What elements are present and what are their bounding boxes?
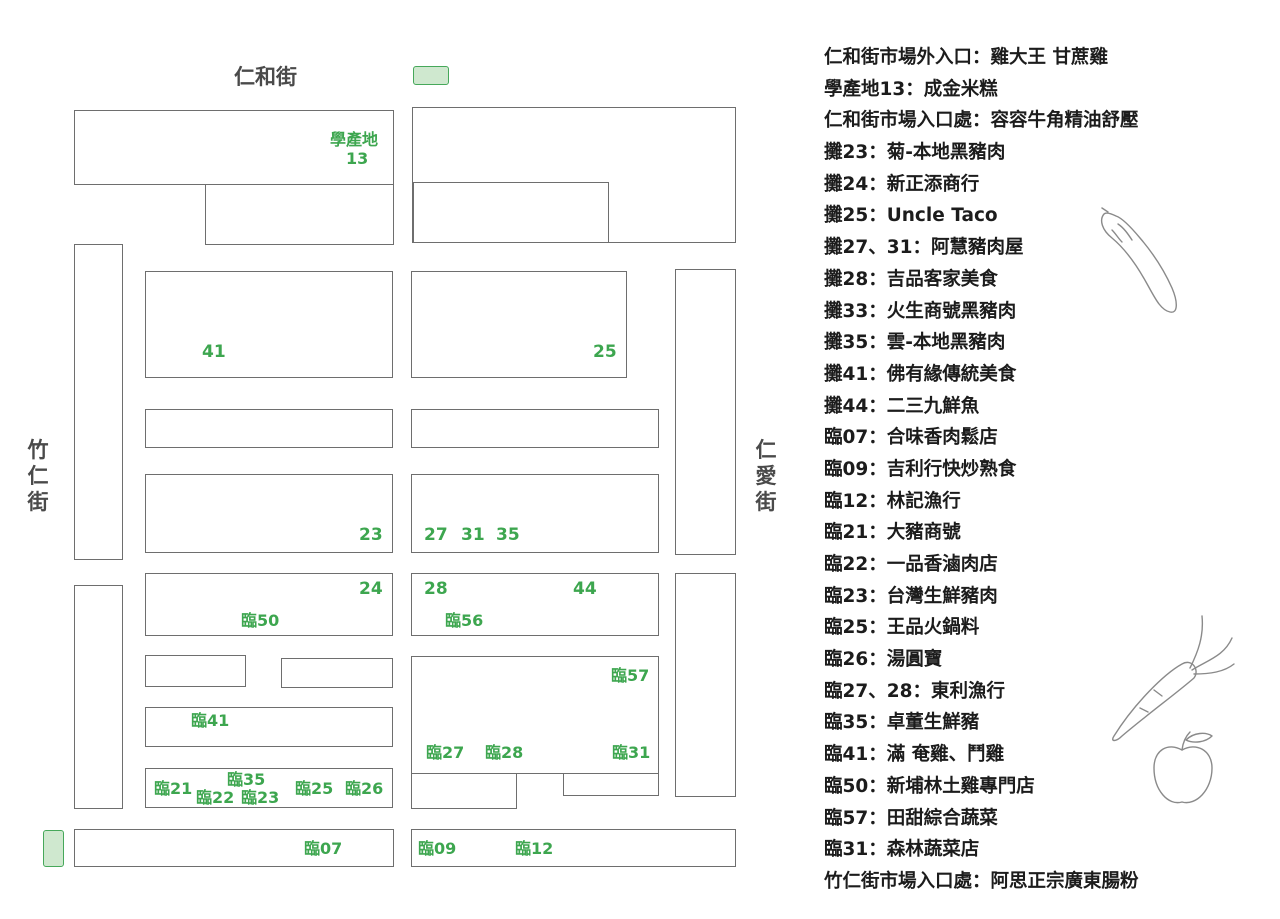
stall-label-13-name[interactable]: 學產地 <box>330 130 379 149</box>
stall-label-l56[interactable]: 臨56 <box>445 611 484 630</box>
map-block <box>411 573 659 636</box>
legend-item: 攤33：火生商號黑豬肉 <box>824 300 1017 322</box>
legend-item: 攤44：二三九鮮魚 <box>824 395 980 417</box>
map-block <box>411 829 736 867</box>
stall-label-l27[interactable]: 臨27 <box>426 743 465 762</box>
legend-item: 臨27、28：東利漁行 <box>824 680 1005 702</box>
stall-label-l07[interactable]: 臨07 <box>304 839 343 858</box>
stall-label-24[interactable]: 24 <box>359 579 383 599</box>
stall-label-l12[interactable]: 臨12 <box>515 839 554 858</box>
map-block <box>411 409 659 448</box>
entrance-marker-zhuren[interactable] <box>43 830 64 867</box>
stall-label-l41[interactable]: 臨41 <box>191 711 230 730</box>
stall-label-l21[interactable]: 臨21 <box>154 779 193 798</box>
legend-item: 臨23：台灣生鮮豬肉 <box>824 585 998 607</box>
street-label-renhe: 仁和街 <box>234 65 297 89</box>
legend-item: 學產地13：成金米糕 <box>824 78 998 100</box>
map-block <box>281 658 393 688</box>
legend-item: 仁和街市場入口處：容容牛角精油舒壓 <box>824 110 1139 132</box>
stall-label-31[interactable]: 31 <box>461 525 485 545</box>
stall-label-41[interactable]: 41 <box>202 342 226 362</box>
stall-label-l50[interactable]: 臨50 <box>241 611 280 630</box>
map-block <box>205 184 394 245</box>
map-block <box>145 573 393 636</box>
map-block <box>411 773 517 809</box>
legend-item: 攤35：雲-本地黑豬肉 <box>824 332 1006 354</box>
legend-item: 仁和街市場外入口：雞大王 甘蔗雞 <box>824 47 1108 68</box>
stall-label-l23[interactable]: 臨23 <box>241 788 280 807</box>
stall-label-25[interactable]: 25 <box>593 342 617 362</box>
stall-label-35[interactable]: 35 <box>496 525 520 545</box>
legend-item: 臨12：林記漁行 <box>824 490 961 512</box>
entrance-marker-renhe[interactable] <box>413 66 449 85</box>
stall-label-l25[interactable]: 臨25 <box>295 779 334 798</box>
legend-item: 攤28：吉品客家美食 <box>824 268 998 290</box>
map-block <box>563 773 659 796</box>
map-block <box>675 269 736 555</box>
map-block <box>74 110 394 185</box>
legend-item: 臨07：合味香肉鬆店 <box>824 427 998 449</box>
map-block <box>145 768 393 808</box>
stall-label-23[interactable]: 23 <box>359 525 383 545</box>
stall-label-l09[interactable]: 臨09 <box>418 839 457 858</box>
legend-item: 臨26：湯圓寶 <box>824 649 943 671</box>
map-block <box>411 656 659 774</box>
stall-label-44[interactable]: 44 <box>573 579 597 599</box>
map-block <box>145 707 393 747</box>
stall-label-28[interactable]: 28 <box>424 579 448 599</box>
map-block <box>675 573 736 797</box>
stall-label-l28[interactable]: 臨28 <box>485 743 524 762</box>
map-block <box>413 182 609 243</box>
legend-item: 臨09：吉利行快炒熟食 <box>824 458 1017 480</box>
legend-item: 攤25：Uncle Taco <box>824 205 998 227</box>
stall-label-l31[interactable]: 臨31 <box>612 743 651 762</box>
apple-icon <box>1153 731 1213 804</box>
legend-item: 臨21：大豬商號 <box>824 522 961 544</box>
legend-item: 臨25：王品火鍋料 <box>824 617 980 639</box>
legend-item: 臨22：一品香滷肉店 <box>824 554 998 575</box>
map-block <box>74 829 394 867</box>
map-block <box>145 655 246 687</box>
legend-item: 臨50：新埔林土雞專門店 <box>824 775 1035 797</box>
map-block <box>411 271 627 378</box>
map-block <box>411 474 659 553</box>
legend-item: 臨35：卓董生鮮豬 <box>824 712 980 734</box>
legend-item: 攤41：佛有緣傳統美食 <box>824 363 1017 385</box>
stall-label-l26[interactable]: 臨26 <box>345 779 384 798</box>
cucumber-icon <box>1100 207 1177 313</box>
legend-item: 臨31：森林蔬菜店 <box>824 839 980 861</box>
map-block <box>145 409 393 448</box>
street-label-renai: 仁愛街 <box>755 438 777 514</box>
street-label-zhuren: 竹仁街 <box>27 438 49 514</box>
map-block <box>74 585 123 809</box>
stall-label-27[interactable]: 27 <box>424 525 448 545</box>
legend-item: 臨41：滿 奄雞、鬥雞 <box>824 744 1005 766</box>
legend-item: 攤27、31：阿慧豬肉屋 <box>824 237 1024 259</box>
map-block <box>74 244 123 560</box>
carrot-icon <box>1112 615 1235 742</box>
stall-label-l22[interactable]: 臨22 <box>196 788 235 807</box>
legend-item: 竹仁街市場入口處：阿思正宗廣東腸粉 <box>824 870 1139 892</box>
vendor-legend: 仁和街市場外入口：雞大王 甘蔗雞 學產地13：成金米糕 仁和街市場入口處：容容牛… <box>824 42 1244 898</box>
map-block <box>145 474 393 553</box>
legend-item: 攤24：新正添商行 <box>824 173 980 195</box>
stall-label-l35[interactable]: 臨35 <box>227 770 266 789</box>
legend-item: 臨57：田甜綜合蔬菜 <box>824 807 998 829</box>
map-block <box>145 271 393 378</box>
stall-label-13-num[interactable]: 13 <box>346 149 369 168</box>
legend-item: 攤23：菊-本地黑豬肉 <box>824 142 1006 164</box>
stall-label-l57[interactable]: 臨57 <box>611 666 650 685</box>
